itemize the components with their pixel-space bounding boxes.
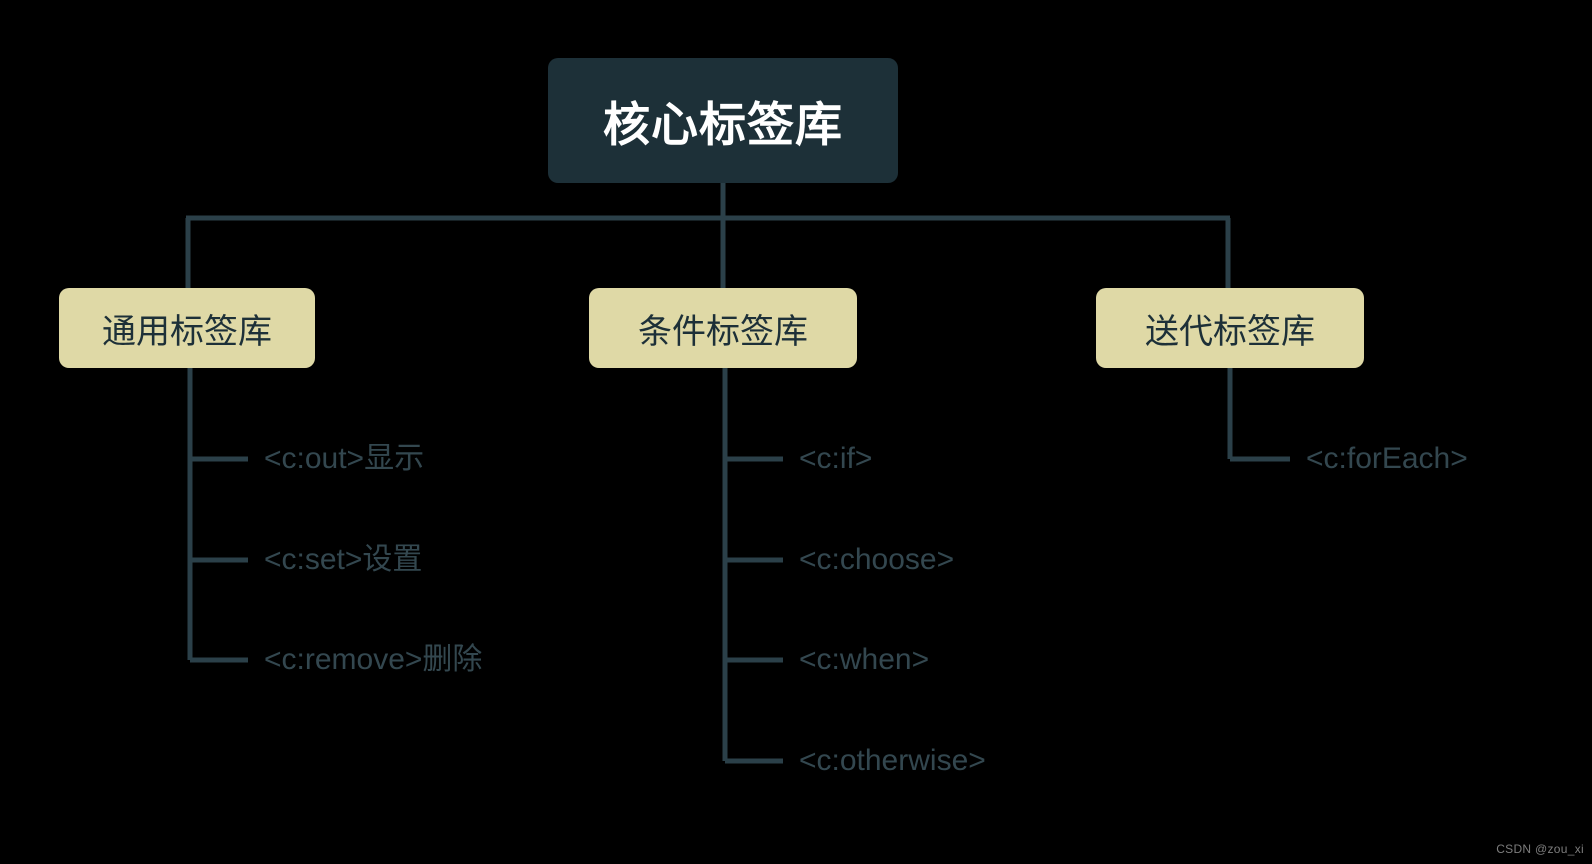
leaf-c-foreach[interactable]: <c:forEach> — [1306, 442, 1468, 475]
watermark: CSDN @zou_xi — [1496, 842, 1584, 856]
branch-node-general[interactable]: 通用标签库 — [59, 288, 315, 368]
leaf-c-choose[interactable]: <c:choose> — [799, 543, 955, 576]
leaf-c-set[interactable]: <c:set>设置 — [264, 543, 423, 576]
leaf-c-when[interactable]: <c:when> — [799, 643, 930, 676]
leaf-c-out[interactable]: <c:out>显示 — [264, 442, 425, 475]
branch-node-iteration[interactable]: 送代标签库 — [1096, 288, 1364, 368]
leaf-c-if[interactable]: <c:if> — [799, 442, 873, 475]
branch-node-conditional[interactable]: 条件标签库 — [589, 288, 857, 368]
leaf-c-remove[interactable]: <c:remove>删除 — [264, 643, 483, 676]
leaf-c-otherwise[interactable]: <c:otherwise> — [799, 744, 986, 777]
root-node[interactable]: 核心标签库 — [548, 58, 898, 183]
